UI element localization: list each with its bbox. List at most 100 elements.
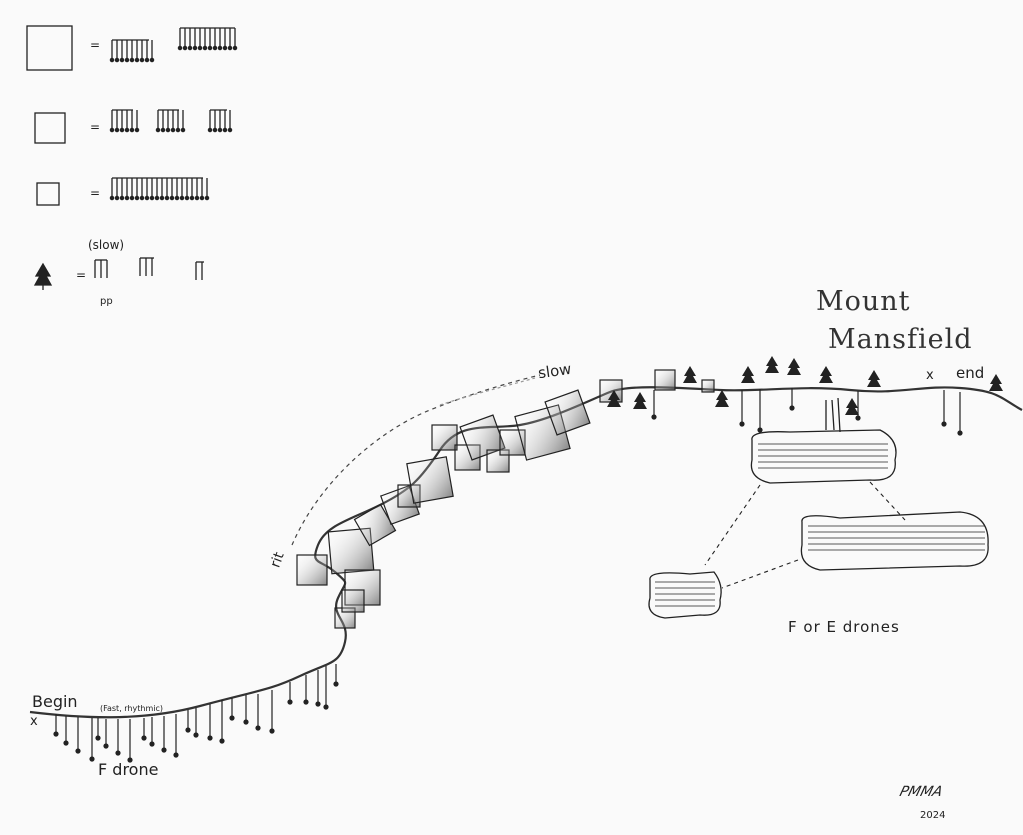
score-square	[654, 369, 676, 391]
legend-note-head	[197, 45, 203, 51]
tree-icon	[607, 390, 621, 407]
note-head	[323, 704, 329, 710]
legend-equals-2: =	[90, 120, 101, 134]
legend-note-head	[177, 45, 183, 51]
legend-dynamic-pp: pp	[100, 296, 113, 307]
tree-icon	[819, 366, 833, 383]
begin-label: Begin	[32, 692, 78, 711]
legend-note-head	[139, 57, 145, 63]
legend-note-head	[202, 45, 208, 51]
legend-note-head	[217, 127, 223, 133]
end-label: end	[956, 364, 985, 382]
legend-note-head	[222, 45, 228, 51]
legend-note-head	[124, 127, 130, 133]
note-head	[161, 747, 167, 753]
slow-dashed-line	[439, 377, 536, 406]
legend-equals-1: =	[90, 38, 101, 52]
legend-note-head	[129, 195, 135, 201]
legend-note-head	[119, 127, 125, 133]
tree-icon	[715, 390, 729, 407]
note-head	[255, 725, 261, 731]
drone-connectors	[825, 397, 841, 433]
note-head	[229, 715, 235, 721]
note-head	[789, 405, 795, 411]
legend-note-head	[114, 127, 120, 133]
start-drone-label: F drone	[98, 760, 159, 779]
tree-icon	[633, 392, 647, 409]
legend-note-head	[175, 127, 181, 133]
legend-note-head	[232, 45, 238, 51]
legend-note-head	[134, 57, 140, 63]
title-line-2: Mansfield	[828, 324, 973, 355]
note-head	[957, 430, 963, 436]
tree-icon	[741, 366, 755, 383]
tree-icon	[765, 356, 779, 373]
note-head	[757, 427, 763, 433]
legend-note-head	[134, 127, 140, 133]
staff-bubble-2	[800, 511, 989, 571]
tree-icon	[989, 374, 1003, 391]
legend-note-head	[114, 57, 120, 63]
legend-note-head	[170, 127, 176, 133]
legend-note-head	[212, 45, 218, 51]
note-head	[315, 701, 321, 707]
note-head	[89, 756, 95, 762]
note-head	[149, 741, 155, 747]
score-square	[296, 554, 328, 586]
title-line-1: Mount	[816, 286, 911, 317]
score-square	[701, 379, 715, 393]
legend-note-head	[149, 195, 155, 201]
legend-note-head	[124, 195, 130, 201]
note-head	[173, 752, 179, 758]
score-square	[341, 589, 365, 613]
legend-tree-icon	[33, 262, 53, 290]
legend-note-head	[109, 127, 115, 133]
legend-note-head	[154, 195, 160, 201]
legend-note-head	[204, 195, 210, 201]
note-head	[651, 414, 657, 420]
tree-icon	[787, 358, 801, 375]
legend-note-head	[119, 57, 125, 63]
note-head	[243, 719, 249, 725]
legend-note-head	[124, 57, 130, 63]
legend-note-head	[187, 45, 193, 51]
score-square	[406, 456, 454, 504]
legend-note-head	[165, 127, 171, 133]
tempo-marking: (Fast, rhythmic)	[100, 704, 163, 713]
note-head	[141, 735, 147, 741]
legend-note-head	[149, 57, 155, 63]
legend-equals-3: =	[90, 186, 101, 200]
legend-large-square	[26, 25, 73, 71]
legend-note-head	[180, 127, 186, 133]
staff-bubble-1	[750, 429, 897, 484]
legend-note-head	[184, 195, 190, 201]
legend-note-head	[207, 127, 213, 133]
legend-note-head	[194, 195, 200, 201]
score-square	[431, 424, 458, 451]
legend-note-head	[139, 195, 145, 201]
note-head	[739, 421, 745, 427]
legend-small-square	[36, 182, 60, 206]
note-head	[287, 699, 293, 705]
end-marker: x	[926, 368, 934, 383]
signature-year: 2024	[920, 810, 946, 821]
score-title: Mount	[816, 286, 911, 317]
legend-note-head	[179, 195, 185, 201]
note-head	[53, 731, 59, 737]
legend-tempo-slow: (slow)	[88, 238, 125, 252]
note-head	[269, 728, 275, 734]
legend-note-head	[212, 127, 218, 133]
legend-note-head	[109, 57, 115, 63]
note-head	[855, 415, 861, 421]
legend-note-head	[109, 195, 115, 201]
note-head	[115, 750, 121, 756]
legend-note-head	[227, 127, 233, 133]
note-head	[103, 743, 109, 749]
legend-note-head	[164, 195, 170, 201]
note-head	[75, 748, 81, 754]
legend-note-head	[207, 45, 213, 51]
legend-note-head	[222, 127, 228, 133]
score-square	[544, 389, 591, 436]
note-head	[193, 732, 199, 738]
note-head	[333, 681, 339, 687]
